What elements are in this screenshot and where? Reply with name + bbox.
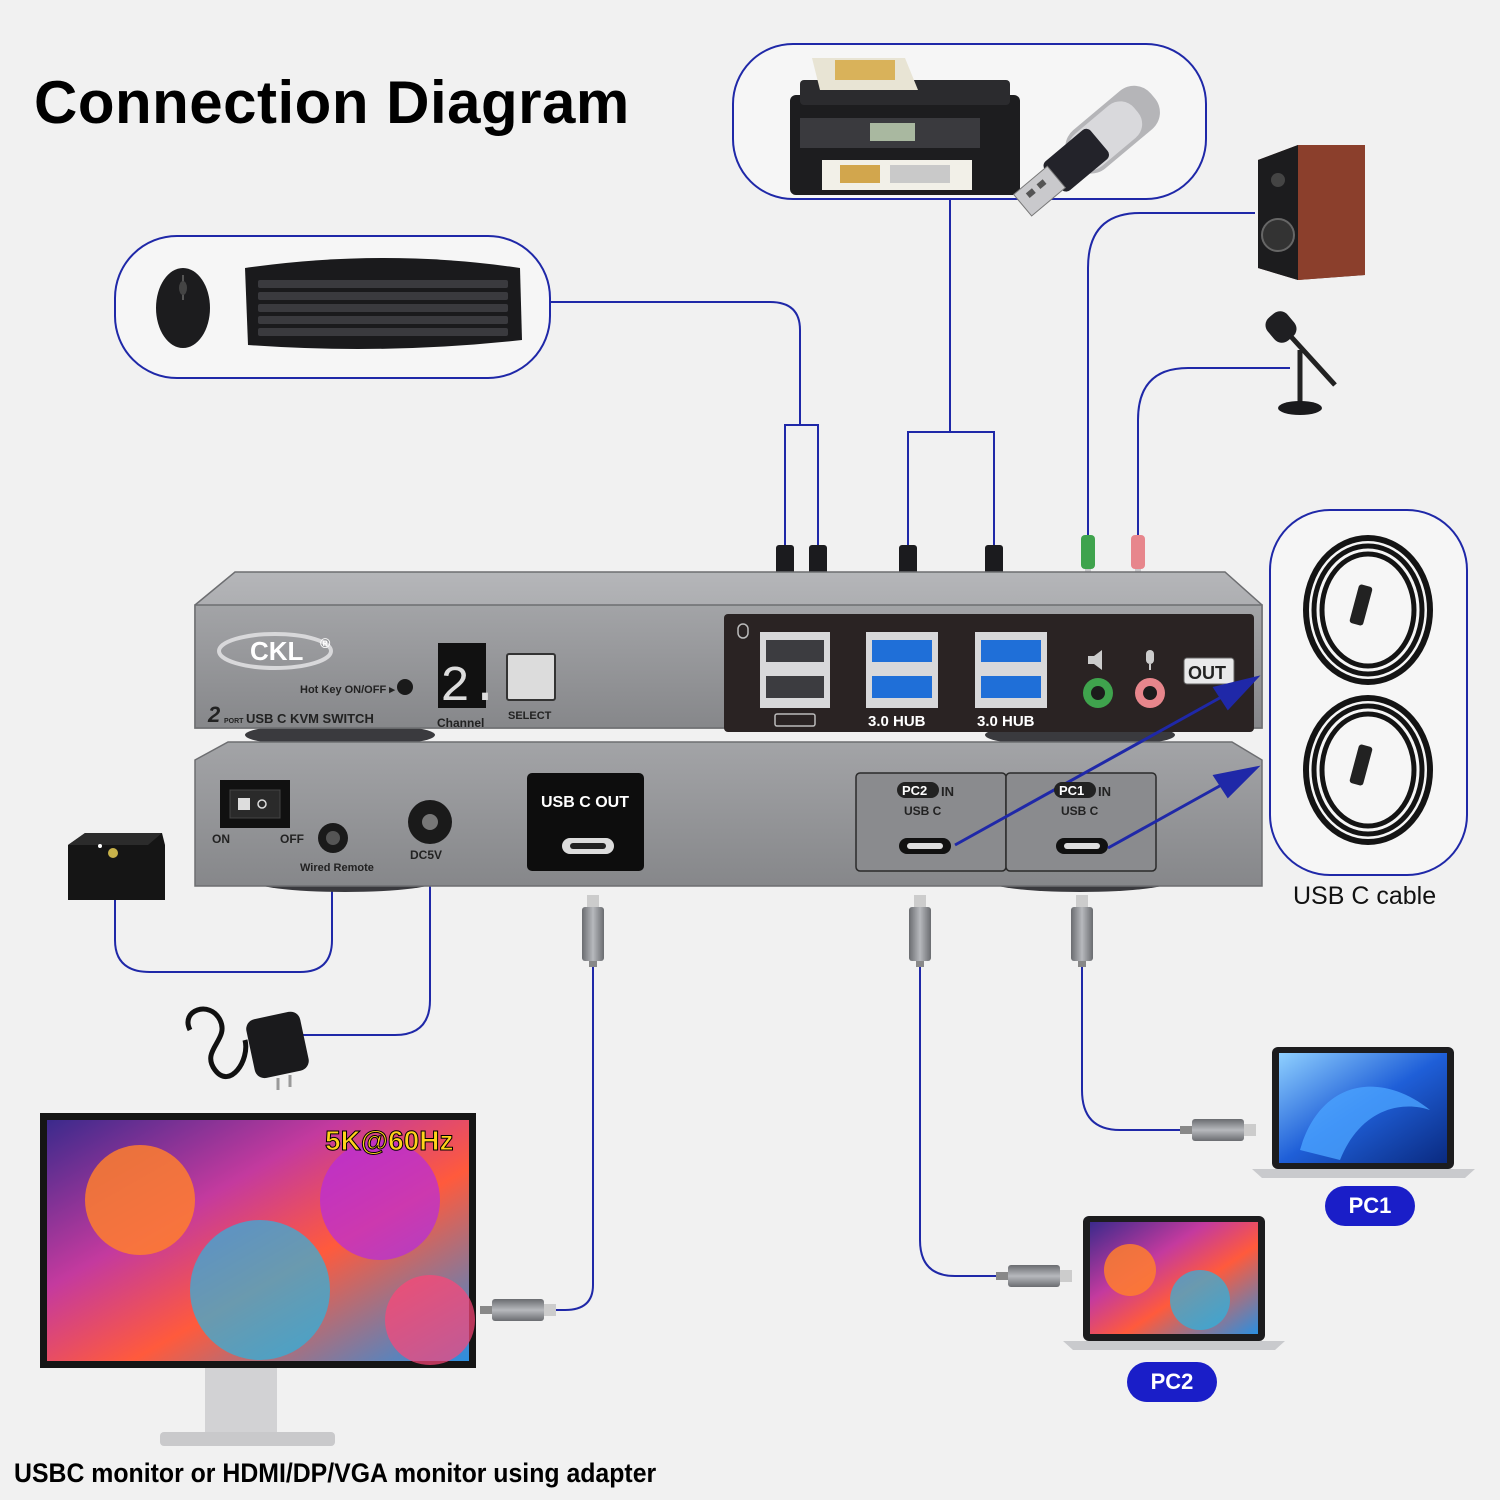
usb3-hub-ports-2 <box>975 632 1047 708</box>
monitor-caption: USBC monitor or HDMI/DP/VGA monitor usin… <box>14 1458 657 1488</box>
pc1-laptop-icon <box>1252 1047 1475 1178</box>
usbc-cable-caption: USB C cable <box>1293 882 1437 910</box>
on-label: ON <box>212 832 230 846</box>
pc1-label: PC1 <box>1325 1186 1415 1226</box>
out-badge-label: OUT <box>1188 663 1226 683</box>
select-label: SELECT <box>508 710 552 722</box>
microphone-icon <box>1265 311 1337 415</box>
wired-remote-label: Wired Remote <box>300 862 374 874</box>
brand-logo-text: CKL <box>250 636 304 666</box>
usbc-out-label: USB C OUT <box>541 794 629 811</box>
monitor-resolution-badge: 5K@60Hz <box>325 1125 453 1156</box>
mic-port <box>1135 650 1165 708</box>
speaker-port <box>1083 650 1113 708</box>
monitor-icon <box>40 1113 476 1446</box>
cable-arrows <box>954 675 1261 850</box>
usbc-cable-bubble <box>1269 509 1468 876</box>
off-label: OFF <box>280 832 304 846</box>
usb-a-ports-keyboard-mouse <box>760 632 830 708</box>
usb3-hub-ports-1 <box>866 632 938 708</box>
keyboard-icon <box>245 258 522 349</box>
page-title: Connection Diagram <box>34 69 630 136</box>
usb-drive-icon <box>1012 85 1160 217</box>
pc2-laptop-icon <box>1063 1216 1285 1350</box>
kvm-unit-front <box>194 571 1263 747</box>
keyboard-port-icon <box>774 713 816 727</box>
printer-icon <box>790 58 1020 195</box>
channel-display-digit: 2. <box>440 659 500 716</box>
channel-label: Channel <box>437 716 484 730</box>
dc5v-label: DC5V <box>410 848 442 862</box>
mouse-port-icon <box>737 623 749 639</box>
mouse-icon <box>156 268 210 348</box>
usbc-cable-coil-icon <box>1303 535 1433 845</box>
pc1-in-label: IN <box>1098 784 1111 799</box>
model-prefix: 2 <box>207 702 221 727</box>
hub1-label: 3.0 HUB <box>868 713 926 730</box>
power-adapter-icon <box>185 1006 309 1090</box>
speaker-icon <box>1258 145 1365 280</box>
kvm-unit-rear <box>194 741 1263 892</box>
pc2-label: PC2 <box>1127 1362 1217 1402</box>
pc2-in-label: IN <box>941 784 954 799</box>
model-port: PORT <box>224 718 244 725</box>
pc1-usbc-label: USB C <box>1061 804 1099 818</box>
usbc-plugs-down <box>582 895 1093 967</box>
pc2-in-tag: PC2 <box>902 783 927 798</box>
pc1-in-tag: PC1 <box>1059 783 1084 798</box>
hotkey-label: Hot Key ON/OFF ▸ <box>300 684 395 696</box>
hub2-label: 3.0 HUB <box>977 713 1035 730</box>
brand-registered-mark: ® <box>320 635 331 651</box>
usbc-plugs-side <box>480 1119 1256 1321</box>
pc2-usbc-label: USB C <box>904 804 942 818</box>
model-label: USB C KVM SWITCH <box>246 711 374 726</box>
connection-lines <box>114 200 1290 1311</box>
wired-remote-icon <box>68 833 165 900</box>
